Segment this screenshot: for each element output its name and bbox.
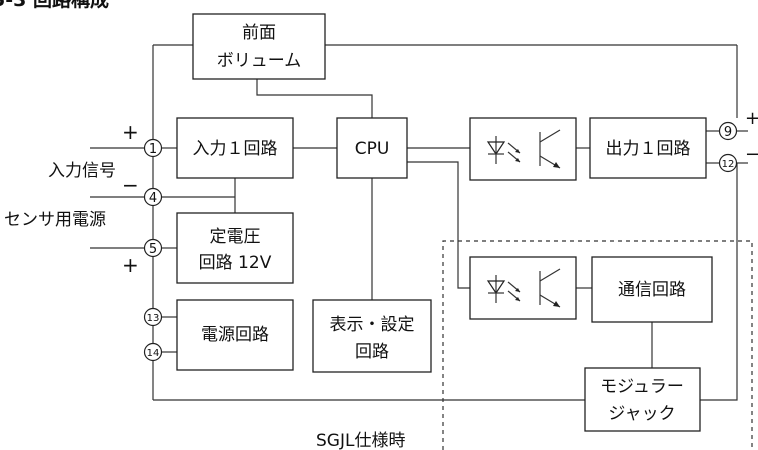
svg-text:14: 14: [147, 348, 160, 359]
output1-label: 出力１回路: [606, 139, 691, 159]
input1-label: 入力１回路: [193, 139, 278, 159]
block-constant-voltage: 定電圧 回路 12V: [176, 212, 294, 284]
block-photocoupler-comm: [469, 256, 577, 320]
front-volume-label-2: ボリューム: [217, 51, 302, 71]
cpu-label: CPU: [355, 139, 390, 159]
block-communication: 通信回路: [591, 256, 713, 323]
svg-text:12: 12: [722, 159, 735, 170]
diagram-title: 5-3 回路構成: [0, 0, 109, 11]
svg-text:1: 1: [149, 142, 157, 157]
output-plus-mark: +: [745, 108, 758, 129]
input-signal-label: 入力信号: [48, 161, 116, 181]
block-display-setting: 表示・設定 回路: [312, 299, 432, 373]
terminal-13: 13: [143, 307, 163, 327]
block-photocoupler-out: [469, 117, 577, 181]
modular-label-1: モジュラー: [600, 377, 684, 397]
svg-text:5: 5: [149, 242, 157, 257]
input-plus-mark: +: [122, 120, 139, 144]
block-modular-jack: モジュラー ジャック: [584, 367, 701, 432]
terminal-9: 9: [718, 121, 738, 141]
sensor-plus-mark: +: [122, 253, 139, 277]
output-minus-mark: −: [745, 144, 758, 165]
input-minus-mark: −: [122, 173, 139, 197]
sgjl-option-label: SGJL仕様時: [316, 431, 405, 450]
terminal-14: 14: [143, 342, 163, 362]
terminal-4: 4: [143, 187, 163, 207]
sensor-power-label: センサ用電源: [4, 210, 106, 230]
terminal-12: 12: [718, 153, 738, 173]
display-label-1: 表示・設定: [330, 315, 415, 335]
front-volume-label-1: 前面: [242, 23, 276, 43]
comm-label: 通信回路: [618, 280, 686, 300]
terminal-1: 1: [143, 138, 163, 158]
sgjl-option-boundary: [442, 240, 753, 450]
constv-label-2: 回路 12V: [199, 253, 272, 273]
constv-label-1: 定電圧: [210, 227, 261, 247]
block-cpu: CPU: [336, 117, 408, 179]
modular-label-2: ジャック: [608, 404, 675, 424]
block-output1: 出力１回路: [589, 117, 707, 179]
block-power: 電源回路: [176, 299, 294, 371]
terminal-5: 5: [143, 238, 163, 258]
svg-text:9: 9: [724, 125, 732, 140]
block-input1: 入力１回路: [176, 117, 294, 179]
block-front-volume: 前面 ボリューム: [192, 13, 326, 80]
wiring: [90, 44, 748, 401]
svg-text:4: 4: [149, 191, 157, 206]
svg-text:13: 13: [147, 313, 160, 324]
display-label-2: 回路: [355, 342, 389, 362]
power-label: 電源回路: [201, 325, 269, 345]
